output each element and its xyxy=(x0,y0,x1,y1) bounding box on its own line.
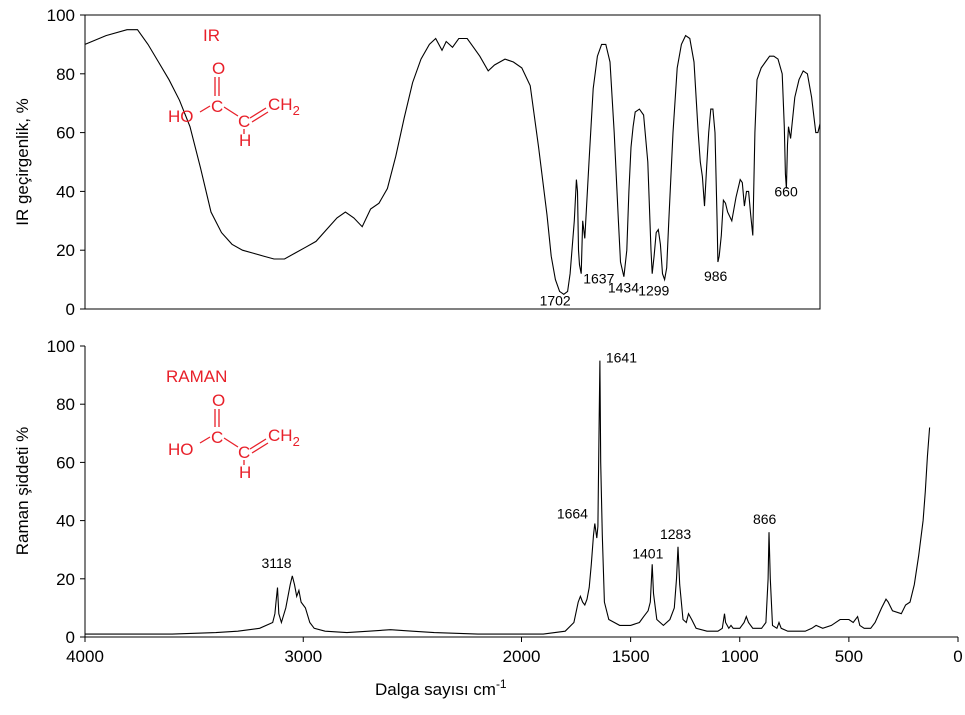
ir-struct-c2: C xyxy=(238,112,250,131)
raman-struct-bond-oh xyxy=(199,436,211,444)
raman-struct-ho: HO xyxy=(168,440,194,459)
raman-x-tick-label: 0 xyxy=(953,647,962,666)
raman-x-axis-title: Dalga sayısı cm-1 xyxy=(375,677,507,699)
raman-title: RAMAN xyxy=(166,367,227,386)
raman-struct-h: H xyxy=(239,463,251,482)
raman-struct-ch2: CH2 xyxy=(268,426,300,449)
ir-y-tick-label: 20 xyxy=(56,241,75,260)
raman-peak-label-1664: 1664 xyxy=(557,506,588,522)
raman-peak-label-3118: 3118 xyxy=(261,555,291,571)
raman-y-axis-title: Raman şiddeti % xyxy=(13,427,32,556)
ir-y-tick-label: 0 xyxy=(66,300,75,319)
raman-peak-label-1283: 1283 xyxy=(660,526,691,542)
ir-struct-ch2: CH2 xyxy=(268,95,300,118)
ir-struct-ho: HO xyxy=(168,107,194,126)
raman-y-tick-label: 0 xyxy=(66,628,75,647)
ir-title: IR xyxy=(203,26,220,45)
ir-struct-c1: C xyxy=(211,97,223,116)
ir-spectrum-line xyxy=(84,29,821,295)
ir-struct-bond-cch2-2 xyxy=(251,111,269,123)
ir-struct-bond-cc xyxy=(223,106,239,117)
raman-spectrum-line xyxy=(85,360,931,635)
ir-peak-label-660: 660 xyxy=(774,183,798,199)
ir-peak-label-1434: 1434 xyxy=(608,280,639,296)
raman-x-tick-label: 500 xyxy=(835,647,863,666)
raman-x-tick-label: 1000 xyxy=(721,647,759,666)
ir-peak-label-1299: 1299 xyxy=(638,283,669,299)
raman-struct-c1: C xyxy=(211,428,223,447)
raman-struct-bond-cch2-1 xyxy=(249,438,267,450)
raman-y-tick-label: 100 xyxy=(47,337,75,356)
ir-y-axis: 0 20 40 60 80 100 xyxy=(47,6,85,319)
raman-y-tick-label: 20 xyxy=(56,570,75,589)
ir-y-tick-label: 40 xyxy=(56,182,75,201)
raman-y-tick-label: 80 xyxy=(56,395,75,414)
ir-y-tick-label: 60 xyxy=(56,124,75,143)
ir-struct-o: O xyxy=(212,59,225,78)
raman-axes xyxy=(84,346,958,638)
raman-x-tick-label: 3000 xyxy=(284,647,322,666)
raman-peak-label-1641: 1641 xyxy=(606,350,637,366)
ir-y-tick-label: 80 xyxy=(56,65,75,84)
ir-y-tick-label: 100 xyxy=(47,6,75,25)
ir-acrylic-acid-structure: O C HO C CH2 H xyxy=(168,59,300,150)
ir-peak-label-1637: 1637 xyxy=(583,271,614,287)
raman-x-tick-label: 1500 xyxy=(612,647,650,666)
raman-y-axis: 0 20 40 60 80 100 xyxy=(47,337,85,647)
ir-struct-bond-cch2-1 xyxy=(249,107,267,119)
ir-y-axis-title: IR geçirgenlik, % xyxy=(13,98,32,226)
raman-x-tick-label: 4000 xyxy=(66,647,104,666)
raman-peak-label-866: 866 xyxy=(753,511,777,527)
raman-struct-o: O xyxy=(212,391,225,410)
raman-y-tick-label: 60 xyxy=(56,453,75,472)
raman-panel: 0 20 40 60 80 100 4000 3000 2000 1500 1000 500 0 31… xyxy=(13,337,963,699)
raman-x-axis: 4000 3000 2000 1500 1000 500 0 xyxy=(66,637,963,666)
ir-plot-frame xyxy=(84,14,821,310)
raman-x-tick-label: 2000 xyxy=(503,647,541,666)
raman-struct-bond-cc xyxy=(223,437,239,448)
raman-acrylic-acid-structure: O C HO C CH2 H xyxy=(168,391,300,482)
raman-struct-c2: C xyxy=(238,443,250,462)
raman-peak-label-1401: 1401 xyxy=(632,545,663,561)
ir-peak-label-1702: 1702 xyxy=(540,292,571,308)
ir-struct-h: H xyxy=(239,131,251,150)
ir-struct-bond-oh xyxy=(199,105,211,113)
raman-y-tick-label: 40 xyxy=(56,512,75,531)
raman-struct-bond-cch2-2 xyxy=(251,442,269,454)
ir-peak-label-986: 986 xyxy=(704,268,728,284)
raman-peak-labels: 3118 1664 1641 1401 1283 866 xyxy=(261,350,776,571)
